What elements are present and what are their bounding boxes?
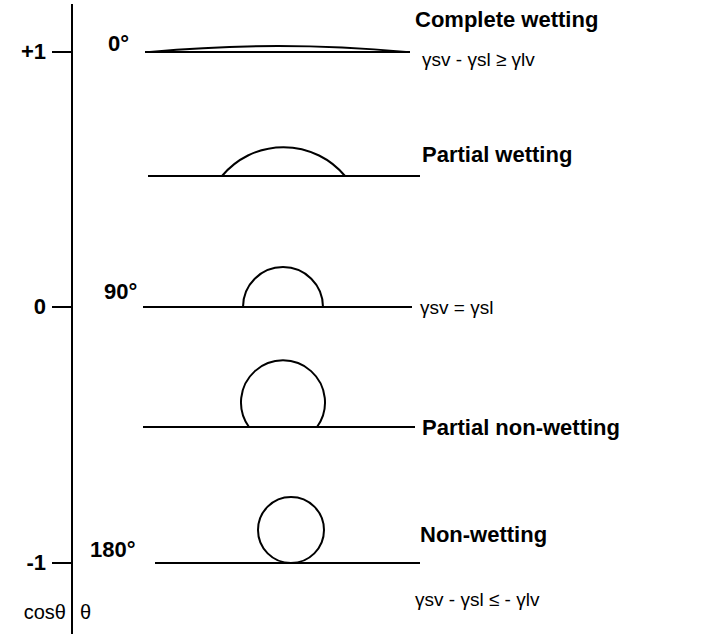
droplet-sphere (258, 497, 324, 563)
axis-tick (52, 562, 72, 564)
energy-condition: γsv - γsl ≥ γlv (422, 50, 535, 71)
droplet-hemisphere (243, 267, 323, 307)
regime-title: Partial wetting (422, 143, 572, 167)
substrate-line (145, 51, 410, 53)
substrate-line (143, 306, 412, 308)
droplet-cap (222, 147, 345, 176)
energy-condition: γsv = γsl (420, 298, 493, 319)
substrate-line (148, 175, 420, 177)
axis-value: -1 (26, 551, 46, 575)
regime-title: Non-wetting (420, 523, 547, 547)
axis-title: θ (80, 601, 91, 623)
droplet-bead (241, 360, 325, 427)
regime-title: Complete wetting (415, 8, 598, 32)
angle-value: 180° (90, 538, 136, 562)
regime-title: Partial non-wetting (422, 416, 620, 440)
axis-line (71, 4, 73, 634)
droplet-film (150, 46, 406, 52)
angle-value: 90° (104, 280, 137, 304)
angle-value: 0° (108, 32, 129, 56)
axis-title: cosθ (24, 601, 66, 623)
energy-condition: γsv - γsl ≤ - γlv (415, 590, 539, 611)
axis-tick (52, 306, 72, 308)
axis-value: 0 (34, 295, 46, 319)
axis-tick (52, 51, 72, 53)
axis-value: +1 (21, 40, 46, 64)
substrate-line (143, 426, 415, 428)
